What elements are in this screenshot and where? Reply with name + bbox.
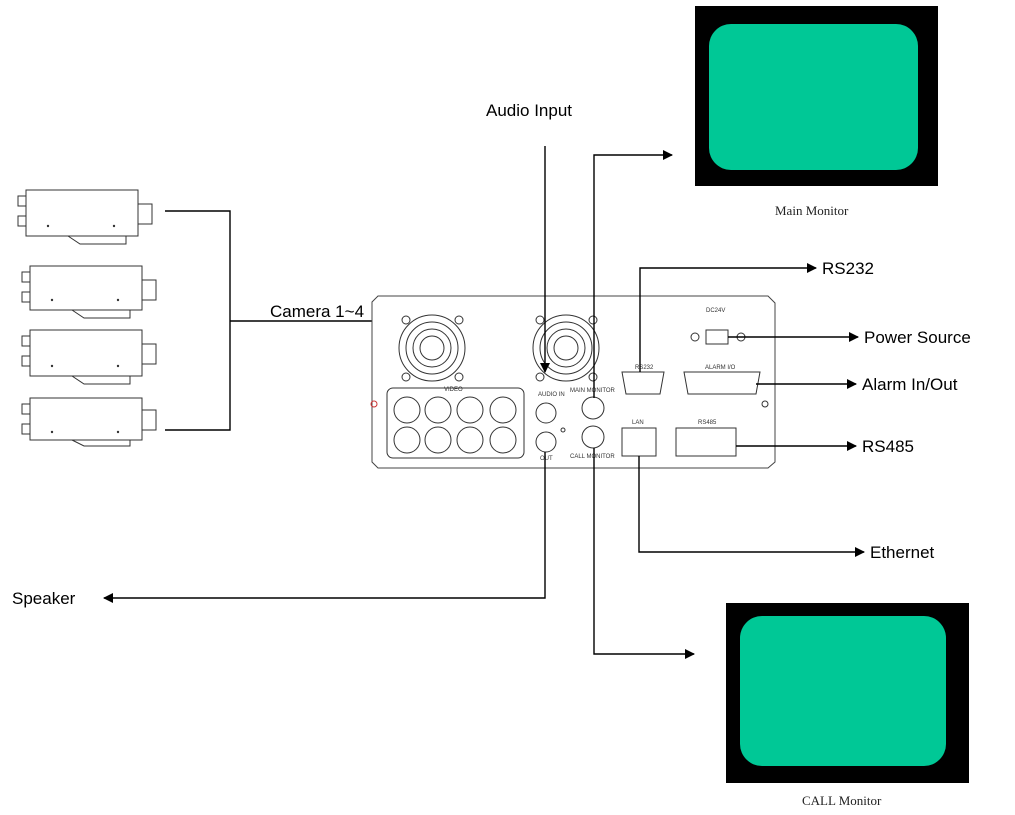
monitor-icon — [726, 603, 969, 783]
dvr-rear-panel: VIDEO AUDIO IN OUT MAIN MONITOR CALL MON… — [370, 295, 776, 469]
panel-audio-out-label: OUT — [540, 456, 553, 462]
fan-icon — [532, 314, 600, 382]
fan-icon — [398, 314, 466, 382]
camera-icon — [21, 329, 157, 385]
alarm-label: Alarm In/Out — [862, 375, 958, 394]
camera-icon — [21, 265, 157, 319]
rs232-line — [639, 263, 817, 372]
speaker-line — [103, 452, 546, 603]
camera-icon — [21, 397, 157, 447]
panel-audio-in-label: AUDIO IN — [538, 392, 565, 398]
bnc-connector-icon — [393, 396, 517, 454]
main-monitor-label: Main Monitor — [775, 203, 849, 218]
rs485-label: RS485 — [862, 437, 914, 456]
call-monitor-line — [593, 448, 695, 659]
panel-main-monitor-label: MAIN MONITOR — [570, 388, 616, 394]
main-monitor-line — [593, 150, 673, 398]
panel-dc-label: DC24V — [706, 308, 725, 314]
panel-video-label: VIDEO — [444, 387, 463, 393]
panel-rs232-label: RS232 — [635, 365, 654, 371]
speaker-label: Speaker — [12, 589, 76, 608]
call-monitor-label: CALL Monitor — [802, 793, 882, 808]
ethernet-label: Ethernet — [870, 543, 935, 562]
camera-label: Camera 1~4 — [270, 302, 364, 321]
rs232-label: RS232 — [822, 259, 874, 278]
camera-icon — [17, 189, 153, 245]
power-source-label: Power Source — [864, 328, 971, 347]
monitor-icon — [695, 6, 938, 186]
panel-lan-label: LAN — [632, 420, 644, 426]
panel-alarm-label: ALARM I/O — [705, 365, 736, 371]
audio-input-label: Audio Input — [486, 101, 572, 120]
ethernet-line — [638, 456, 865, 557]
panel-rs485-label: RS485 — [698, 420, 717, 426]
panel-call-monitor-label: CALL MONITOR — [570, 454, 615, 460]
